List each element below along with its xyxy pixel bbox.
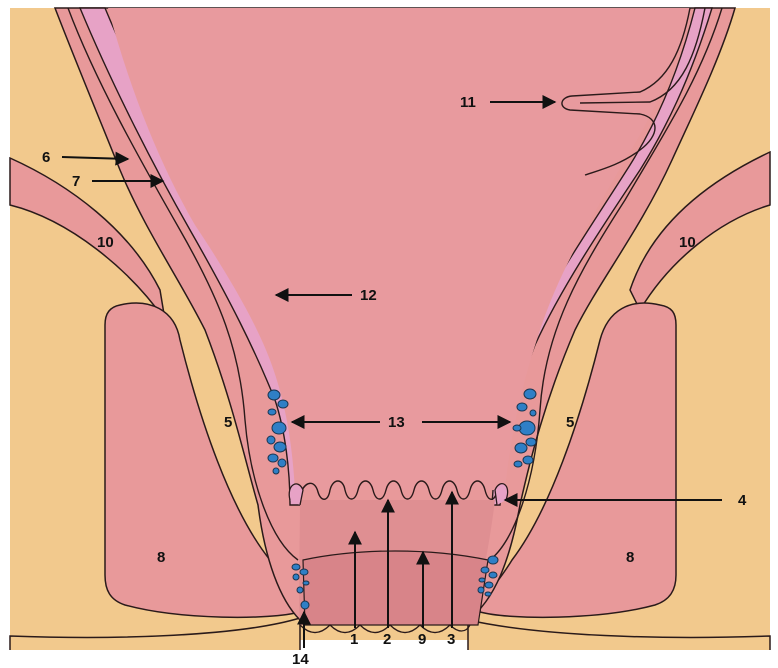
label-2: 2	[383, 631, 391, 648]
label-8-right: 8	[626, 549, 634, 566]
label-4: 4	[738, 492, 747, 509]
label-6: 6	[42, 149, 50, 166]
label-10-right: 10	[679, 234, 696, 251]
label-9: 9	[418, 631, 426, 648]
label-7: 7	[72, 173, 80, 190]
bottom-white	[0, 650, 778, 668]
label-13: 13	[388, 414, 405, 431]
anal-canal-lower	[303, 551, 488, 625]
label-5-right: 5	[566, 414, 574, 431]
label-10-left: 10	[97, 234, 114, 251]
label-5-left: 5	[224, 414, 232, 431]
label-12: 12	[360, 287, 377, 304]
label-8-left: 8	[157, 549, 165, 566]
label-14: 14	[292, 651, 309, 668]
label-3: 3	[447, 631, 455, 648]
label-11: 11	[460, 94, 476, 111]
label-1: 1	[350, 631, 358, 648]
